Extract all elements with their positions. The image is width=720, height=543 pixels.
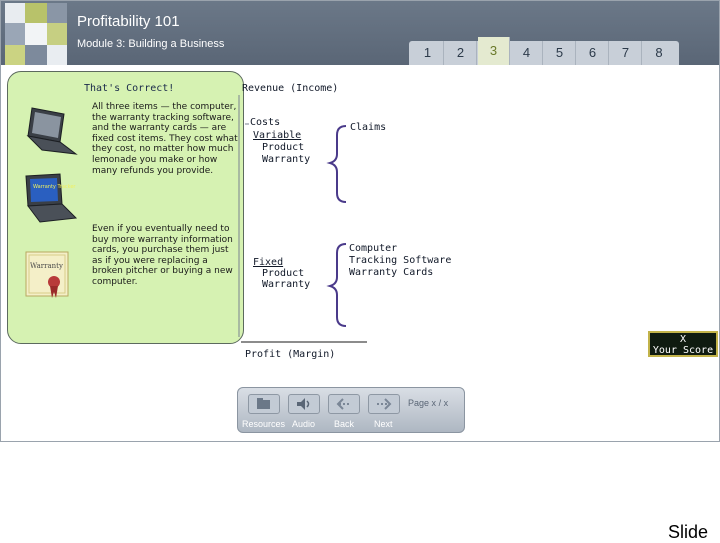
- tab-5[interactable]: 5: [544, 41, 576, 65]
- variable-label: Variable: [253, 130, 302, 141]
- revenue-label: Revenue (Income): [242, 83, 339, 94]
- tab-3[interactable]: 3: [478, 37, 510, 65]
- navigation-bar: Page x / x Resources Audio Back Next: [237, 387, 465, 433]
- page-current: x: [431, 398, 437, 408]
- next-arrow-icon: [377, 398, 392, 410]
- audio-button[interactable]: [288, 394, 320, 414]
- page-total: x: [443, 398, 449, 408]
- resources-label: Resources: [242, 419, 286, 429]
- module-title: Module 3: Building a Business: [77, 38, 225, 50]
- next-button[interactable]: [368, 394, 400, 414]
- speaker-icon: [297, 398, 310, 410]
- course-logo: [5, 3, 69, 65]
- cost-bracket-diagram: [238, 95, 367, 343]
- fixed-warranty-label: Warranty: [262, 279, 311, 290]
- tab-8[interactable]: 8: [655, 45, 663, 60]
- score-value: X: [679, 334, 687, 345]
- course-window: Profitability 101 Module 3: Building a B…: [0, 0, 720, 442]
- claims-label: Claims: [350, 122, 387, 133]
- tab-1[interactable]: 1: [412, 41, 444, 65]
- tab-6[interactable]: 6: [577, 41, 609, 65]
- next-label: Next: [374, 419, 393, 429]
- costs-label: Costs: [250, 117, 281, 128]
- laptop-icon: [26, 107, 78, 155]
- tab-2[interactable]: 2: [445, 41, 477, 65]
- variable-product-label: Product: [262, 142, 305, 153]
- feedback-panel: That's Correct! Warranty Tracker Warrant…: [7, 71, 244, 344]
- laptop-screen-label: Warranty Tracker: [33, 184, 76, 190]
- score-label: Your Score: [652, 345, 714, 356]
- header-bar: Profitability 101 Module 3: Building a B…: [1, 1, 719, 65]
- resources-button[interactable]: [248, 394, 280, 414]
- page-indicator: Page x / x: [408, 398, 449, 408]
- back-button[interactable]: [328, 394, 360, 414]
- feedback-heading: That's Correct!: [84, 83, 175, 94]
- slide-label: Slide: [668, 522, 709, 542]
- module-tabs: 1 2 3 4 5 6 7 8: [409, 37, 679, 65]
- score-display: X Your Score: [648, 331, 718, 357]
- profit-label: Profit (Margin): [245, 349, 336, 360]
- back-label: Back: [334, 419, 355, 429]
- certificate-label: Warranty: [30, 262, 63, 270]
- fixed-label: Fixed: [253, 257, 284, 268]
- fixed-item-computer: Computer: [349, 243, 398, 254]
- laptop-warranty-tracker-icon: Warranty Tracker: [25, 173, 78, 223]
- tab-4[interactable]: 4: [511, 41, 543, 65]
- page-prefix: Page: [408, 398, 430, 408]
- fixed-product-label: Product: [262, 268, 305, 279]
- folder-icon: [257, 398, 270, 409]
- variable-warranty-label: Warranty: [262, 154, 311, 165]
- feedback-paragraph-1: All three items — the computer, the warr…: [92, 102, 238, 176]
- feedback-paragraph-2: Even if you eventually need to buy more …: [92, 224, 233, 287]
- fixed-item-warranty-cards: Warranty Cards: [349, 267, 434, 278]
- audio-label: Audio: [292, 419, 316, 429]
- tab-7[interactable]: 7: [610, 41, 642, 65]
- back-arrow-icon: [336, 398, 351, 410]
- fixed-item-tracking-software: Tracking Software: [349, 255, 452, 266]
- slide-content: That's Correct! Warranty Tracker Warrant…: [1, 65, 719, 385]
- warranty-certificate-icon: Warranty: [25, 251, 69, 298]
- course-title: Profitability 101: [77, 13, 180, 30]
